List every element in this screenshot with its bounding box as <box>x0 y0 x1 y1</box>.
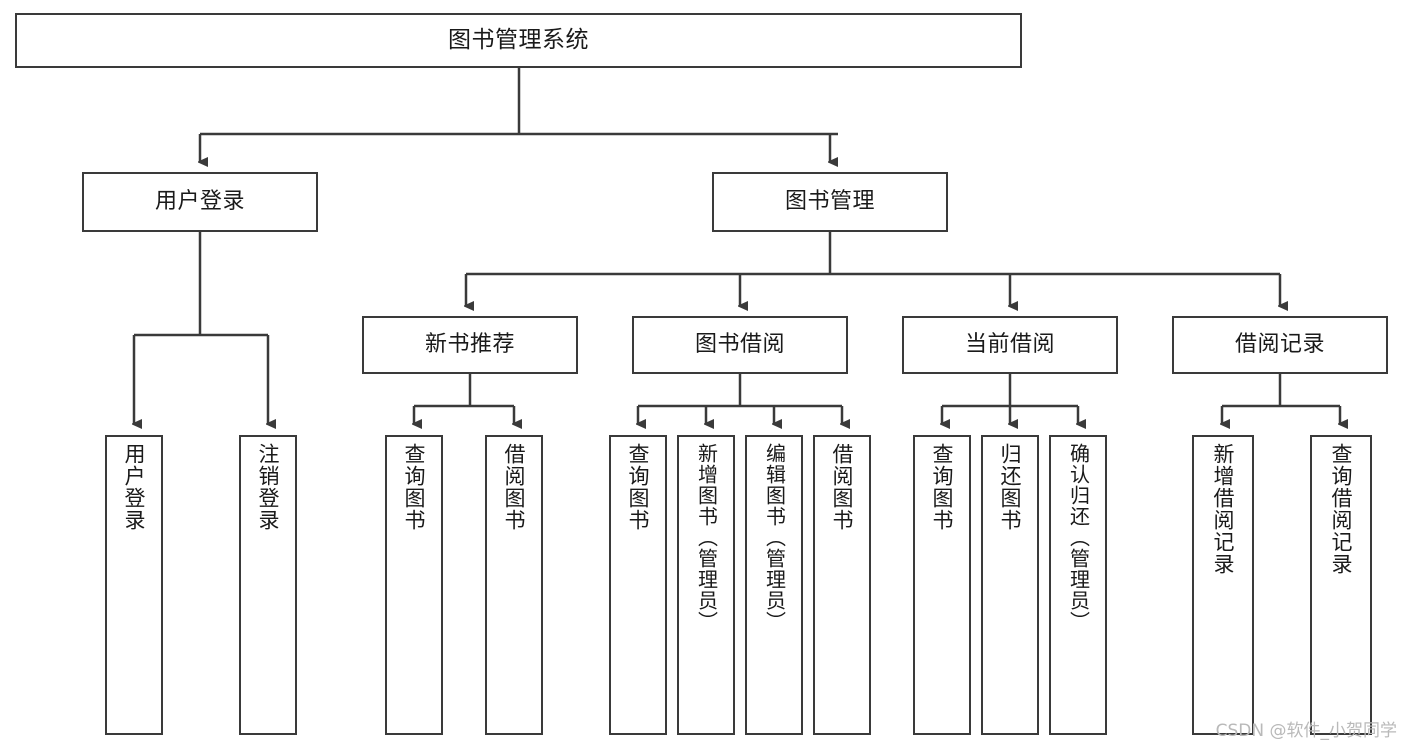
leaf-query-borrow-record[interactable]: 查询借阅记录 <box>1310 435 1372 735</box>
leaf-borrow-book[interactable]: 借阅图书 <box>813 435 871 735</box>
node-label: 新增借阅记录 <box>1211 443 1236 575</box>
node-label: 借阅记录 <box>1234 331 1325 357</box>
node-label: 当前借阅 <box>964 331 1055 357</box>
leaf-query-book-borrow[interactable]: 查询图书 <box>609 435 667 735</box>
leaf-logout[interactable]: 注销登录 <box>239 435 297 735</box>
node-label: 借阅图书 <box>502 443 527 531</box>
node-label: 注销登录 <box>256 443 281 531</box>
leaf-add-borrow-record[interactable]: 新增借阅记录 <box>1192 435 1254 735</box>
node-label: 查询图书 <box>402 443 427 531</box>
leaf-query-book-current[interactable]: 查询图书 <box>913 435 971 735</box>
node-label: 借阅图书 <box>830 443 855 531</box>
node-label: 确认归还（管理员） <box>1066 443 1091 632</box>
leaf-user-login[interactable]: 用户登录 <box>105 435 163 735</box>
node-label: 查询借阅记录 <box>1329 443 1354 575</box>
leaf-add-book-admin[interactable]: 新增图书（管理员） <box>677 435 735 735</box>
node-label: 用户登录 <box>122 443 147 531</box>
node-book-borrow[interactable]: 图书借阅 <box>632 316 848 374</box>
watermark-csdn: CSDN @软件_小贺同学 <box>1215 721 1397 741</box>
node-label: 图书管理系统 <box>448 26 589 53</box>
leaf-edit-book-admin[interactable]: 编辑图书（管理员） <box>745 435 803 735</box>
node-book-management[interactable]: 图书管理 <box>712 172 948 232</box>
leaf-borrow-book-recommend[interactable]: 借阅图书 <box>485 435 543 735</box>
node-user-login[interactable]: 用户登录 <box>82 172 318 232</box>
node-label: 查询图书 <box>930 443 955 531</box>
leaf-confirm-return-admin[interactable]: 确认归还（管理员） <box>1049 435 1107 735</box>
node-label: 图书管理 <box>784 188 875 214</box>
node-root-system[interactable]: 图书管理系统 <box>15 13 1022 68</box>
node-label: 图书借阅 <box>694 331 785 357</box>
node-label: 用户登录 <box>154 188 245 214</box>
node-label: 编辑图书（管理员） <box>762 443 787 632</box>
node-label: 归还图书 <box>998 443 1023 531</box>
node-label: 新书推荐 <box>424 331 515 357</box>
leaf-return-book[interactable]: 归还图书 <box>981 435 1039 735</box>
leaf-query-book-recommend[interactable]: 查询图书 <box>385 435 443 735</box>
node-label: 新增图书（管理员） <box>694 443 719 632</box>
node-borrow-record[interactable]: 借阅记录 <box>1172 316 1388 374</box>
node-current-borrow[interactable]: 当前借阅 <box>902 316 1118 374</box>
node-new-book-recommend[interactable]: 新书推荐 <box>362 316 578 374</box>
node-label: 查询图书 <box>626 443 651 531</box>
